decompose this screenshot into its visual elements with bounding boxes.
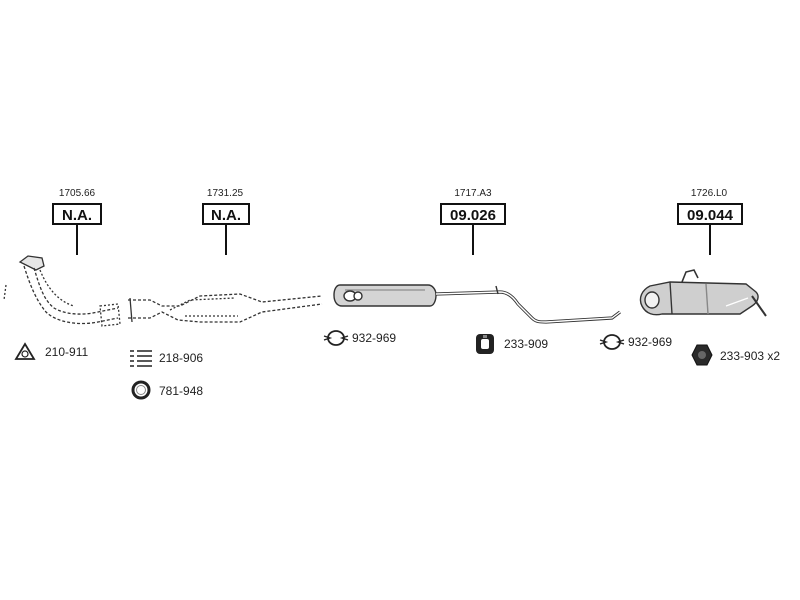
accessory-932-969-a[interactable]: 932-969 [322, 328, 422, 348]
middle-silencer-drawing [333, 284, 621, 324]
section-2-price-box[interactable]: N.A. [202, 203, 250, 225]
accessory-code-label: 210-911 [45, 345, 89, 359]
section-4-leader-line [709, 225, 711, 255]
accessory-932-969-b[interactable]: 932-969 [598, 332, 698, 352]
accessory-233-903[interactable]: 233-903 x2 [690, 343, 790, 367]
accessory-code-label: 218-906 [159, 351, 204, 365]
accessory-code-label: 781-948 [159, 384, 204, 398]
clamp-icon [323, 330, 349, 346]
rear-silencer-drawing [639, 269, 767, 317]
section-3-ref-code: 1717.A3 [454, 188, 492, 199]
rubber-mount-icon [476, 334, 494, 354]
section-1-price-box[interactable]: N.A. [52, 203, 102, 225]
accessory-code-label: 233-903 x2 [720, 349, 781, 363]
accessory-218-906[interactable]: 218-906 [128, 348, 228, 368]
front-downpipe-drawing [3, 255, 121, 327]
section-2-leader-line [225, 225, 227, 255]
section-1-ref-code: 1705.66 [58, 188, 96, 199]
accessory-code-label: 932-969 [352, 331, 397, 345]
clamp-icon [599, 334, 625, 350]
section-4-price-box[interactable]: 09.044 [677, 203, 743, 225]
accessory-210-911[interactable]: 210-911 [14, 342, 114, 362]
section-1-leader-line [76, 225, 78, 255]
hex-nut-icon [691, 344, 713, 366]
accessory-233-909[interactable]: 233-909 [474, 332, 574, 356]
section-2-ref-code: 1731.25 [206, 188, 244, 199]
section-3-price-box[interactable]: 09.026 [440, 203, 506, 225]
bolt-set-icon [130, 350, 152, 367]
accessory-code-label: 233-909 [504, 337, 549, 351]
section-3-leader-line [472, 225, 474, 255]
accessory-code-label: 932-969 [628, 335, 673, 349]
accessory-781-948[interactable]: 781-948 [130, 380, 230, 400]
section-4-ref-code: 1726.L0 [690, 188, 728, 199]
ring-gasket-icon [131, 380, 151, 400]
triangle-gasket-icon [14, 342, 36, 360]
catalytic-converter-drawing [128, 293, 323, 323]
